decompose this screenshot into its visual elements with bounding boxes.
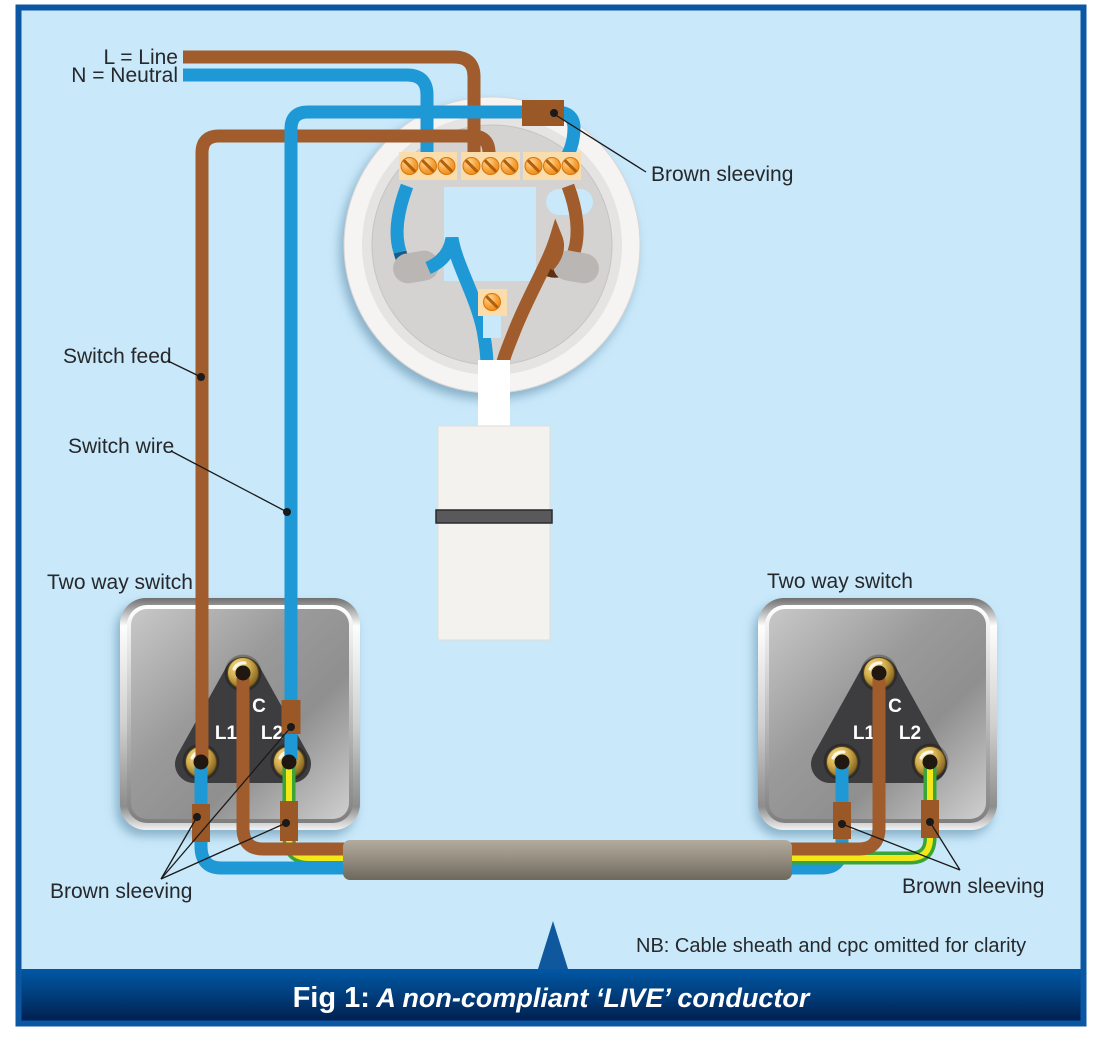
rose-bottom-notch <box>483 316 501 338</box>
two-way-switch-right-label: Two way switch <box>767 570 913 593</box>
terminal-hole <box>193 754 209 770</box>
cord-clamp-left <box>393 250 439 284</box>
terminal-hole <box>922 754 938 770</box>
brown-sleeving-top-label: Brown sleeving <box>651 163 793 186</box>
brown-strap-wire-left <box>236 678 365 856</box>
figure-caption: Fig 1: A non-compliant ‘LIVE’ conductor <box>293 982 811 1014</box>
terminal-l2-label: L2 <box>261 723 283 744</box>
neutral-wire <box>183 68 434 166</box>
line-lamp-tail-wire <box>561 183 584 255</box>
neutral-lamp-tail-wire <box>390 183 414 255</box>
terminal-hole <box>235 665 251 681</box>
pendant <box>435 360 553 641</box>
nb-note: NB: Cable sheath and cpc omitted for cla… <box>636 935 1026 957</box>
rose-internal-wires <box>390 183 599 373</box>
caption-band <box>21 969 1081 1021</box>
brown-sleeving-left-label: Brown sleeving <box>50 880 192 903</box>
twin-core-cable <box>343 840 792 880</box>
line-legend-label: L = Line <box>103 46 178 69</box>
blue-strap-wire-left <box>194 764 365 875</box>
pendant-cord <box>478 360 510 428</box>
terminal-l2-label: L2 <box>899 723 921 744</box>
brown-strap-wire-right <box>768 678 886 856</box>
switch-wire-label: Switch wire <box>68 435 174 458</box>
cord-clamp-right <box>553 250 599 284</box>
rose-terminal-blocks <box>399 152 581 338</box>
terminal-hole <box>281 754 297 770</box>
blue-cord-wire <box>425 236 494 373</box>
terminal-hole <box>871 665 887 681</box>
terminal-c-label: C <box>252 696 266 717</box>
earth-strap-stripe-right <box>768 764 933 861</box>
terminal-l1-label: L1 <box>215 723 238 744</box>
leader-lines <box>160 109 961 880</box>
terminal-c-label: C <box>888 696 902 717</box>
brown-cord-wire <box>494 218 565 373</box>
figure-caption-title: A non-compliant ‘LIVE’ conductor <box>370 983 811 1013</box>
figure-caption-number: Fig 1: <box>293 982 370 1014</box>
two-way-switch-left-label: Two way switch <box>47 571 193 594</box>
caption-pointer-arrow-icon <box>538 921 568 969</box>
switch-feed-label: Switch feed <box>63 345 172 368</box>
brown-sleeving-right-label: Brown sleeving <box>902 875 1044 898</box>
neutral-legend-label: N = Neutral <box>71 64 178 87</box>
line-wire <box>183 50 481 166</box>
lampholder-body <box>437 425 551 641</box>
terminal-l1-label: L1 <box>853 723 876 744</box>
lampholder-ring <box>435 509 553 524</box>
sleeve-left-above-l2 <box>281 700 301 734</box>
sleeve-left-below-l1 <box>192 804 210 842</box>
switch-wire <box>284 105 581 760</box>
circuit-wires <box>183 50 937 875</box>
switch-feed-wire <box>195 129 496 760</box>
terminal-holes <box>193 665 938 770</box>
terminal-hole <box>834 754 850 770</box>
